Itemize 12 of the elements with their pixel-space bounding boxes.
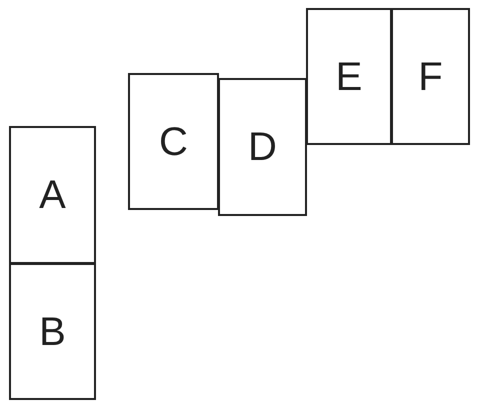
box-letter: B bbox=[39, 312, 66, 352]
box-letter: C bbox=[159, 122, 188, 162]
letter-box bbox=[391, 8, 470, 145]
letter-box bbox=[306, 8, 392, 145]
box-letter: D bbox=[248, 127, 277, 167]
letter-box bbox=[9, 126, 96, 264]
box-letter: A bbox=[39, 175, 66, 215]
box-letter: E bbox=[336, 56, 362, 96]
letter-box bbox=[128, 73, 219, 210]
letter-box bbox=[9, 263, 96, 400]
letter-box bbox=[218, 78, 307, 216]
box-letter: F bbox=[418, 56, 443, 96]
